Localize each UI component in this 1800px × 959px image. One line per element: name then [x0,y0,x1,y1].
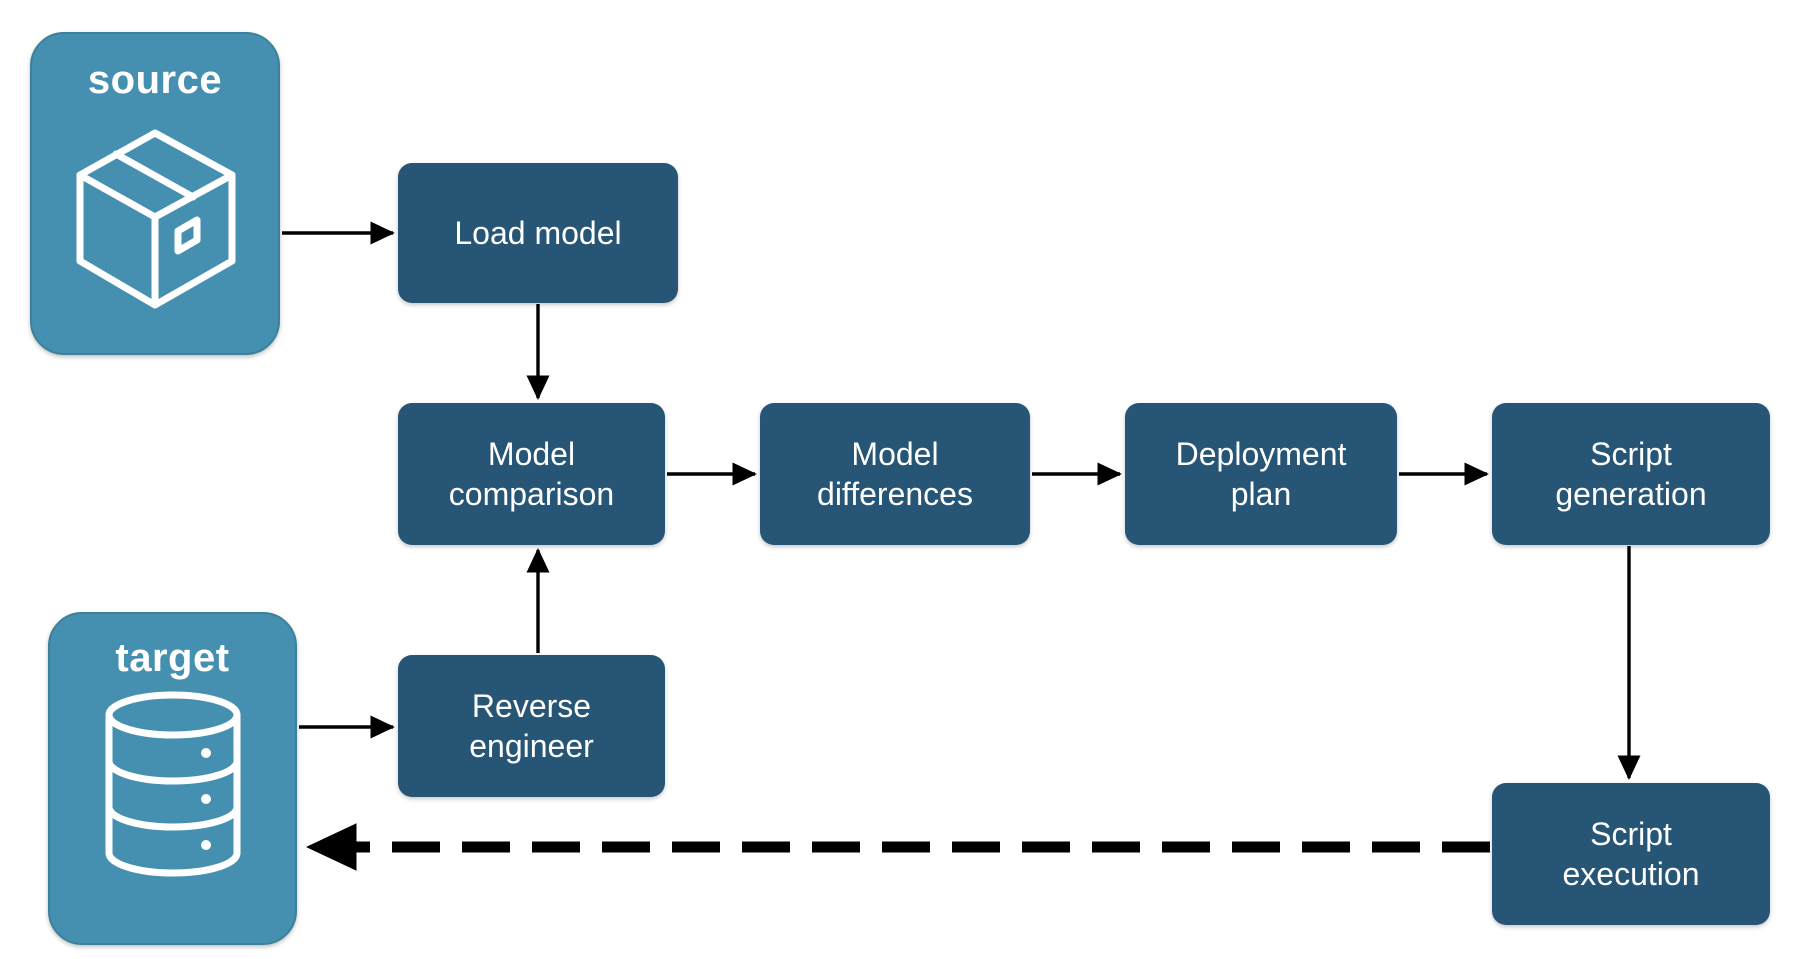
process-script-execution[interactable]: Script execution [1492,783,1770,925]
process-model-differences[interactable]: Model differences [760,403,1030,545]
process-model-comparison[interactable]: Model comparison [398,403,665,545]
process-script-execution-label: Script execution [1562,816,1700,892]
process-script-generation[interactable]: Script generation [1492,403,1770,545]
process-reverse-engineer-label: Reverse engineer [469,688,594,764]
package-box-icon [60,113,250,318]
process-deployment-plan[interactable]: Deployment plan [1125,403,1397,545]
process-load-model-label: Load model [454,215,622,251]
endpoint-source[interactable]: source [30,32,280,355]
process-reverse-engineer[interactable]: Reverse engineer [398,655,665,797]
process-deployment-plan-label: Deployment plan [1175,436,1347,512]
endpoint-source-label: source [87,58,223,102]
database-cylinder-icon [93,689,253,884]
process-script-generation-label: Script generation [1555,436,1707,512]
endpoint-target[interactable]: target [48,612,297,945]
process-model-differences-label: Model differences [817,436,973,512]
process-load-model[interactable]: Load model [398,163,678,303]
process-model-comparison-label: Model comparison [448,436,615,512]
endpoint-target-label: target [115,636,230,680]
